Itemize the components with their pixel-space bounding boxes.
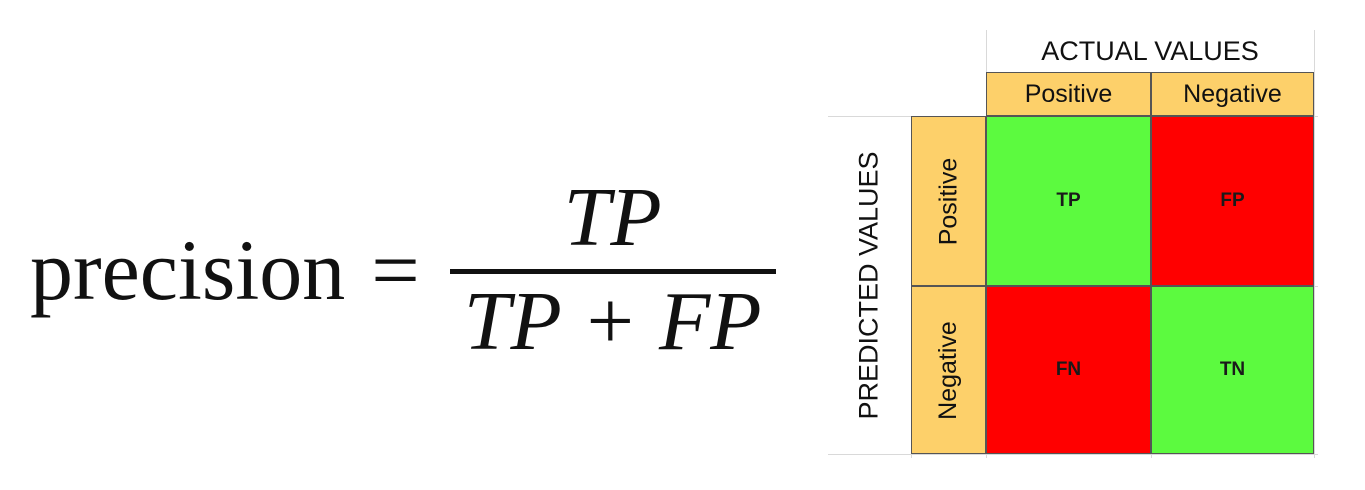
- predicted-values-title: PREDICTED VALUES: [828, 116, 910, 454]
- fraction-bar: [449, 268, 776, 274]
- predicted-values-label: PREDICTED VALUES: [853, 150, 884, 420]
- column-header-negative: Negative: [1151, 72, 1314, 116]
- guide-line-right: [1314, 30, 1315, 458]
- cell-false-positive: FP: [1151, 116, 1314, 286]
- guide-line-left: [986, 30, 987, 72]
- guide-line-bottom: [828, 454, 1318, 455]
- row-header-negative-label: Negative: [934, 320, 963, 420]
- precision-formula: precision = TP TP + FP: [30, 174, 776, 365]
- guide-line-col-left: [986, 454, 987, 458]
- fraction: TP TP + FP: [449, 171, 776, 368]
- guide-line-row-left: [911, 454, 912, 458]
- actual-values-title: ACTUAL VALUES: [1041, 35, 1259, 66]
- fraction-denominator: TP + FP: [463, 274, 762, 368]
- cell-false-negative: FN: [986, 286, 1151, 454]
- row-header-negative: Negative: [911, 286, 986, 454]
- row-header-positive: Positive: [911, 116, 986, 286]
- cell-true-positive: TP: [986, 116, 1151, 286]
- column-header-positive: Positive: [986, 72, 1151, 116]
- row-header-positive-label: Positive: [934, 157, 963, 245]
- equals-sign: =: [371, 222, 420, 318]
- guide-line-col-mid: [1151, 454, 1152, 458]
- guide-line-mid: [1314, 286, 1318, 287]
- cell-true-negative: TN: [1151, 286, 1314, 454]
- formula-label: precision: [30, 222, 346, 318]
- fraction-numerator: TP: [563, 171, 662, 265]
- confusion-matrix: ACTUAL VALUES Positive Negative PREDICTE…: [828, 30, 1318, 458]
